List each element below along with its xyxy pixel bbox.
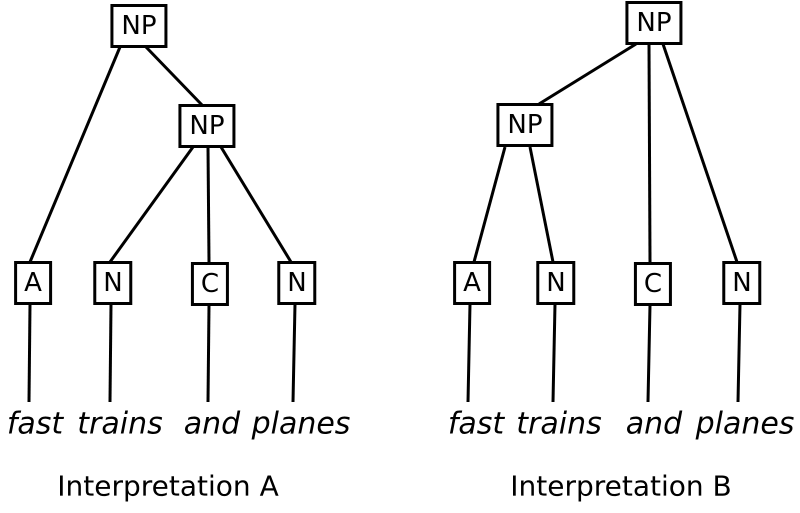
edge-a-leafn2-word <box>291 303 297 403</box>
tree-a-word-and: and <box>183 406 241 442</box>
tree-a-word-planes: planes <box>251 406 351 442</box>
tree-a-caption: Interpretation A <box>57 469 279 503</box>
tree-b-node-n2: N <box>722 261 762 305</box>
tree-a-node-a: A <box>14 261 52 305</box>
tree-b-node-c: C <box>633 262 673 306</box>
edge-a-root-subnp <box>144 45 204 107</box>
tree-b-node-np-sub: NP <box>496 103 554 147</box>
edge-a-subnp-leafn1 <box>108 146 195 263</box>
tree-a-word-trains: trains <box>77 406 163 442</box>
tree-a-node-n1: N <box>93 261 133 305</box>
edge-a-leafc-word <box>206 304 211 403</box>
tree-b-word-fast: fast <box>447 406 505 442</box>
tree-b-word-and: and <box>625 406 683 442</box>
tree-b-node-n1: N <box>536 261 576 305</box>
edge-a-leafa-word <box>27 303 32 403</box>
edge-b-subnp-leafa <box>472 146 507 263</box>
edge-b-root-leafc <box>647 43 652 263</box>
tree-b-node-a: A <box>453 261 491 305</box>
edge-a-root-leafa <box>28 46 122 263</box>
edge-b-leafn1-word <box>551 303 557 403</box>
edge-b-root-subnp <box>538 42 637 106</box>
edge-a-subnp-leafc <box>206 146 211 263</box>
tree-a-node-c: C <box>190 262 230 306</box>
tree-a-node-np-root: NP <box>110 4 168 48</box>
tree-b-word-planes: planes <box>695 406 795 442</box>
tree-a-node-np-sub: NP <box>178 104 236 148</box>
tree-b-word-trains: trains <box>516 406 602 442</box>
edge-b-leafa-word <box>466 303 472 403</box>
tree-b-node-np-root: NP <box>625 1 683 45</box>
edge-b-subnp-leafn1 <box>528 146 555 263</box>
edge-b-leafn2-word <box>736 303 742 403</box>
tree-b-caption: Interpretation B <box>510 469 732 503</box>
edge-b-leafc-word <box>646 304 652 403</box>
edge-a-leafn1-word <box>108 303 113 403</box>
edge-a-subnp-leafn2 <box>219 146 293 263</box>
edge-b-root-leafn2 <box>661 43 739 263</box>
tree-a-word-fast: fast <box>6 406 64 442</box>
tree-a-node-n2: N <box>277 261 317 305</box>
